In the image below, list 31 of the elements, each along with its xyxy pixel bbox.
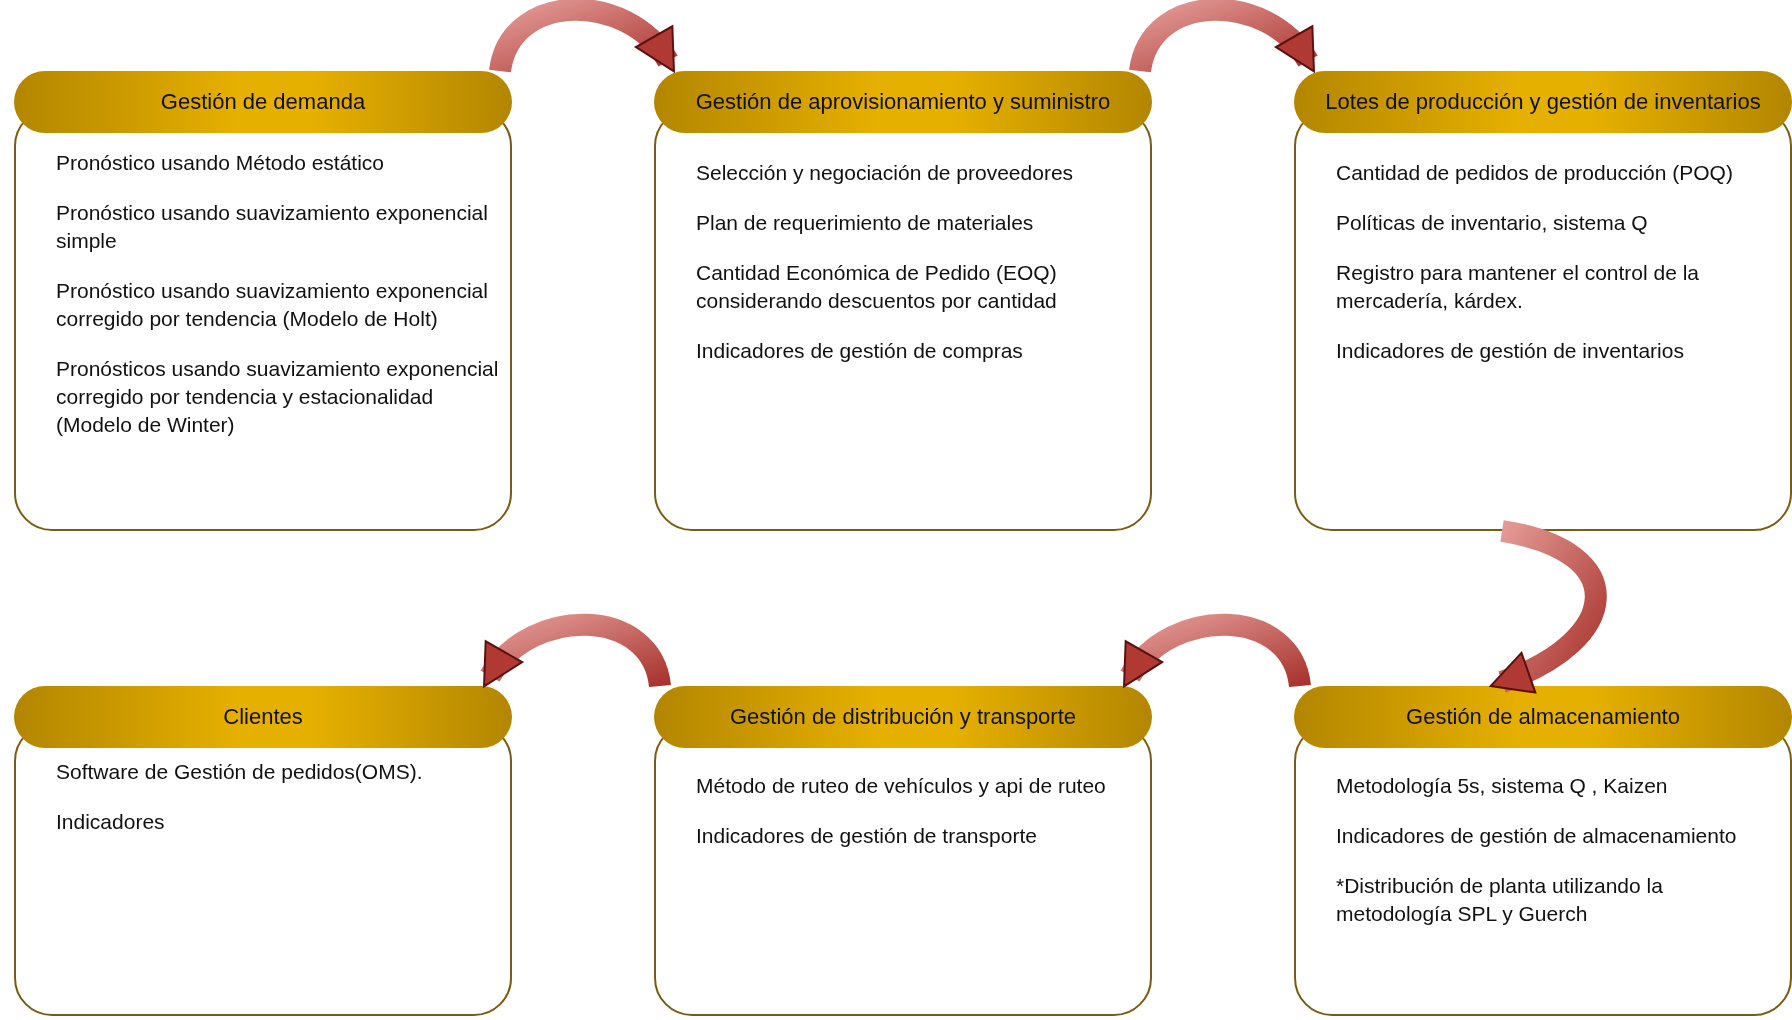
card-header: Gestión de aprovisionamiento y suministro bbox=[654, 71, 1152, 133]
card-header: Lotes de producción y gestión de inventarios bbox=[1294, 71, 1792, 133]
list-item: Indicadores de gestión de almacenamiento bbox=[1336, 823, 1738, 849]
process-card bbox=[654, 686, 1152, 1016]
card-header: Gestión de demanda bbox=[14, 71, 512, 133]
process-card bbox=[14, 71, 512, 531]
process-card bbox=[14, 686, 512, 1016]
list-item: *Distribución de planta utilizando la metodología SPL y Guerch bbox=[1336, 873, 1664, 927]
list-item: Cantidad Económica de Pedido (EOQ) considerando descuentos por cantidad bbox=[696, 260, 1058, 314]
card-header: Gestión de almacenamiento bbox=[1294, 686, 1792, 748]
list-item: Selección y negociación de proveedores bbox=[696, 160, 1075, 186]
list-item: Pronóstico usando suavizamiento exponencial corregido por tendencia (Modelo de Holt) bbox=[56, 278, 489, 332]
list-item: Políticas de inventario, sistema Q bbox=[1336, 210, 1649, 236]
list-item: Pronósticos usando suavizamiento exponencial corregido por tendencia y estacionalidad (Modelo de Winter) bbox=[56, 356, 500, 438]
list-item: Metodología 5s, sistema Q , Kaizen bbox=[1336, 773, 1669, 799]
list-item: Indicadores de gestión de compras bbox=[696, 338, 1024, 364]
list-item: Pronóstico usando suavizamiento exponencial simple bbox=[56, 200, 489, 254]
process-card bbox=[1294, 686, 1792, 1016]
list-item: Cantidad de pedidos de producción (POQ) bbox=[1336, 160, 1734, 186]
card-header: Clientes bbox=[14, 686, 512, 748]
list-item: Pronóstico usando Método estático bbox=[56, 150, 386, 176]
process-card bbox=[1294, 71, 1792, 531]
list-item: Método de ruteo de vehículos y api de ruteo bbox=[696, 773, 1107, 799]
list-item: Plan de requerimiento de materiales bbox=[696, 210, 1035, 236]
list-item: Registro para mantener el control de la mercadería, kárdex. bbox=[1336, 260, 1701, 314]
card-header: Gestión de distribución y transporte bbox=[654, 686, 1152, 748]
list-item: Software de Gestión de pedidos(OMS). bbox=[56, 759, 424, 785]
list-item: Indicadores bbox=[56, 809, 166, 835]
process-card bbox=[654, 71, 1152, 531]
list-item: Indicadores de gestión de inventarios bbox=[1336, 338, 1685, 364]
list-item: Indicadores de gestión de transporte bbox=[696, 823, 1038, 849]
